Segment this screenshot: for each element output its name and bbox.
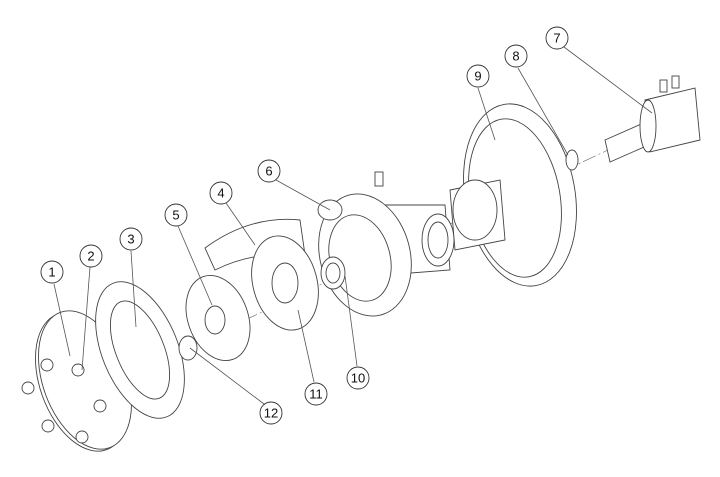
callout-7: 7 bbox=[545, 26, 569, 50]
svg-text:5: 5 bbox=[172, 208, 179, 223]
retaining-ring bbox=[565, 149, 579, 171]
wear-plate bbox=[251, 235, 319, 331]
callout-9: 9 bbox=[466, 64, 490, 88]
wear-plug bbox=[178, 335, 198, 361]
svg-text:9: 9 bbox=[474, 69, 481, 84]
bracket bbox=[449, 103, 577, 287]
callout-2: 2 bbox=[79, 244, 103, 268]
callout-5: 5 bbox=[164, 203, 188, 227]
svg-text:7: 7 bbox=[553, 31, 560, 46]
callout-4: 4 bbox=[209, 181, 233, 205]
callout-12: 12 bbox=[259, 401, 283, 425]
callout-3: 3 bbox=[119, 227, 143, 251]
cover-screws bbox=[21, 358, 107, 444]
svg-text:2: 2 bbox=[87, 249, 94, 264]
seal bbox=[320, 256, 346, 290]
svg-text:1: 1 bbox=[48, 265, 55, 280]
gasket bbox=[95, 281, 185, 419]
callout-6: 6 bbox=[257, 159, 281, 183]
svg-text:8: 8 bbox=[512, 49, 519, 64]
svg-text:6: 6 bbox=[265, 164, 272, 179]
callout-11: 11 bbox=[304, 382, 328, 406]
leader-lines bbox=[53, 46, 653, 405]
svg-text:11: 11 bbox=[309, 387, 323, 402]
impeller bbox=[185, 274, 251, 362]
callout-1: 1 bbox=[40, 260, 64, 284]
svg-text:4: 4 bbox=[217, 186, 224, 201]
svg-text:12: 12 bbox=[264, 406, 278, 421]
callout-10: 10 bbox=[346, 366, 370, 390]
pump-body bbox=[317, 171, 455, 317]
callout-8: 8 bbox=[504, 44, 528, 68]
svg-text:3: 3 bbox=[127, 232, 134, 247]
svg-text:10: 10 bbox=[351, 371, 365, 386]
